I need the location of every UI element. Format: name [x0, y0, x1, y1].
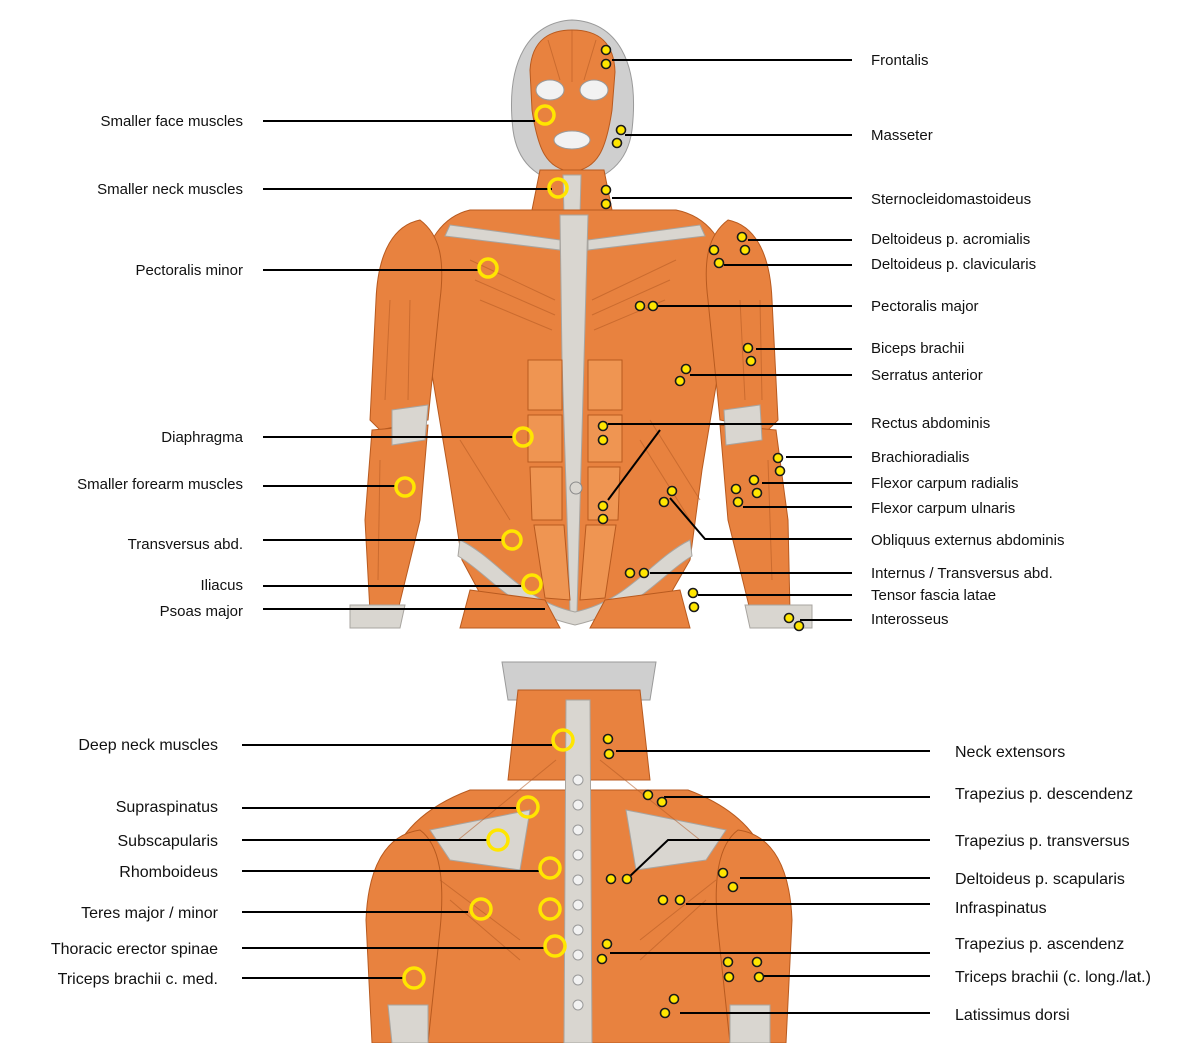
front-right-labels: Frontalis Masseter Sternocleidomastoideu… [871, 52, 1064, 628]
label-trapezius-descendenz: Trapezius p. descendenz [955, 786, 1133, 803]
label-triceps-brachii-long-lat: Triceps brachii (c. long./lat.) [955, 969, 1151, 986]
label-rhomboideus: Rhomboideus [119, 864, 218, 881]
label-brachioradialis: Brachioradialis [871, 449, 969, 466]
label-supraspinatus: Supraspinatus [116, 799, 218, 816]
label-rectus-abdominis: Rectus abdominis [871, 415, 990, 432]
label-frontalis: Frontalis [871, 52, 929, 69]
label-trapezius-ascendenz: Trapezius p. ascendenz [955, 936, 1124, 953]
label-triceps-brachii-med: Triceps brachii c. med. [58, 971, 218, 988]
label-transversus-abd: Transversus abd. [128, 536, 243, 553]
label-pectoralis-major: Pectoralis major [871, 298, 979, 315]
label-latissimus-dorsi: Latissimus dorsi [955, 1007, 1070, 1024]
label-thoracic-erector-spinae: Thoracic erector spinae [51, 941, 218, 958]
label-teres-major-minor: Teres major / minor [81, 905, 219, 922]
front-figure [350, 20, 812, 628]
back-figure [366, 662, 792, 1043]
label-flexor-carpum-radialis: Flexor carpum radialis [871, 475, 1019, 492]
label-trapezius-transversus: Trapezius p. transversus [955, 833, 1130, 850]
label-infraspinatus: Infraspinatus [955, 900, 1047, 917]
label-subscapularis: Subscapularis [118, 833, 219, 850]
label-obliquus-externus-abdominis: Obliquus externus abdominis [871, 532, 1064, 549]
label-flexor-carpum-ulnaris: Flexor carpum ulnaris [871, 500, 1015, 517]
label-deltoideus-scapularis: Deltoideus p. scapularis [955, 871, 1125, 888]
front-left-labels: Smaller face muscles Smaller neck muscle… [77, 113, 244, 620]
label-internus-transversus-abd: Internus / Transversus abd. [871, 565, 1053, 582]
label-neck-extensors: Neck extensors [955, 744, 1065, 761]
label-deep-neck-muscles: Deep neck muscles [78, 737, 218, 754]
label-psoas-major: Psoas major [160, 603, 243, 620]
label-deltoideus-acromialis: Deltoideus p. acromialis [871, 231, 1030, 248]
label-pectoralis-minor: Pectoralis minor [135, 262, 243, 279]
label-smaller-face-muscles: Smaller face muscles [100, 113, 243, 130]
label-deltoideus-clavicularis: Deltoideus p. clavicularis [871, 256, 1036, 273]
label-interosseus: Interosseus [871, 611, 949, 628]
label-serratus-anterior: Serratus anterior [871, 367, 983, 384]
label-sternocleidomastoideus: Sternocleidomastoideus [871, 191, 1031, 208]
label-diaphragma: Diaphragma [161, 429, 243, 446]
back-right-labels: Neck extensors Trapezius p. descendenz T… [955, 744, 1151, 1024]
back-left-labels: Deep neck muscles Supraspinatus Subscapu… [51, 737, 219, 988]
label-smaller-neck-muscles: Smaller neck muscles [97, 181, 243, 198]
label-masseter: Masseter [871, 127, 933, 144]
label-iliacus: Iliacus [200, 577, 243, 594]
label-tensor-fascia-latae: Tensor fascia latae [871, 587, 996, 604]
label-smaller-forearm-muscles: Smaller forearm muscles [77, 476, 243, 493]
label-biceps-brachii: Biceps brachii [871, 340, 964, 357]
